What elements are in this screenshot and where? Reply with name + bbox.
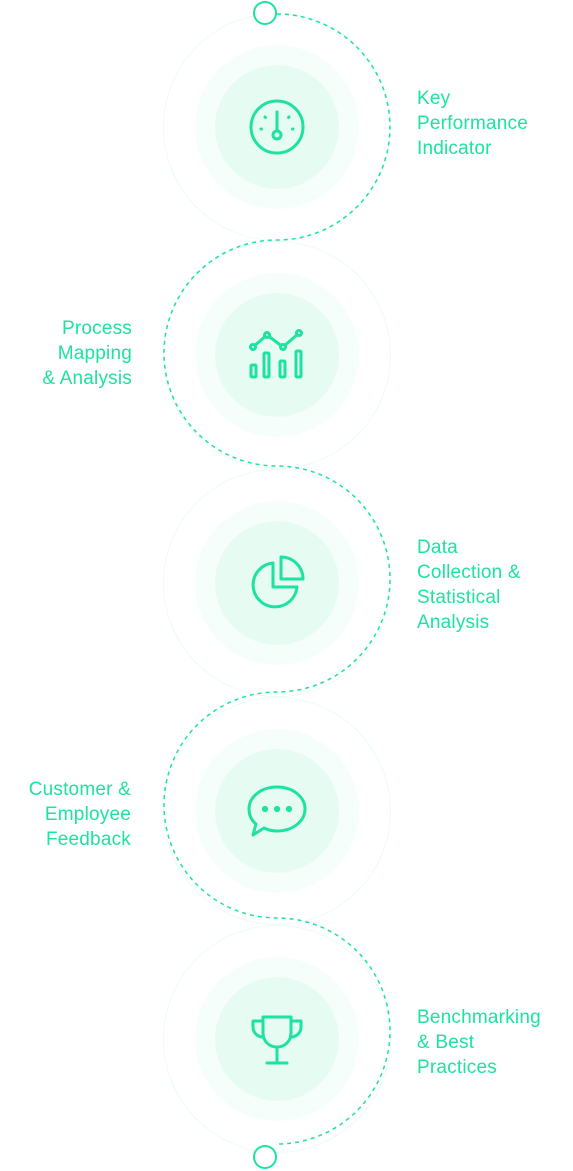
step-label-process-mapping: Process Mapping & Analysis [42, 318, 132, 389]
bar-chart-icon [245, 323, 309, 387]
step-label-key-performance-indicator: Key Performance Indicator [417, 88, 528, 159]
gauge-icon [245, 95, 309, 159]
chat-bubble-icon [245, 779, 309, 843]
trophy-icon [245, 1007, 309, 1071]
step-label-data-collection: Data Collection & Statistical Analysis [417, 537, 521, 633]
step-label-customer-feedback: Customer & Employee Feedback [28, 779, 131, 850]
pie-chart-icon [245, 551, 309, 615]
step-label-benchmarking: Benchmarking & Best Practices [417, 1007, 541, 1078]
